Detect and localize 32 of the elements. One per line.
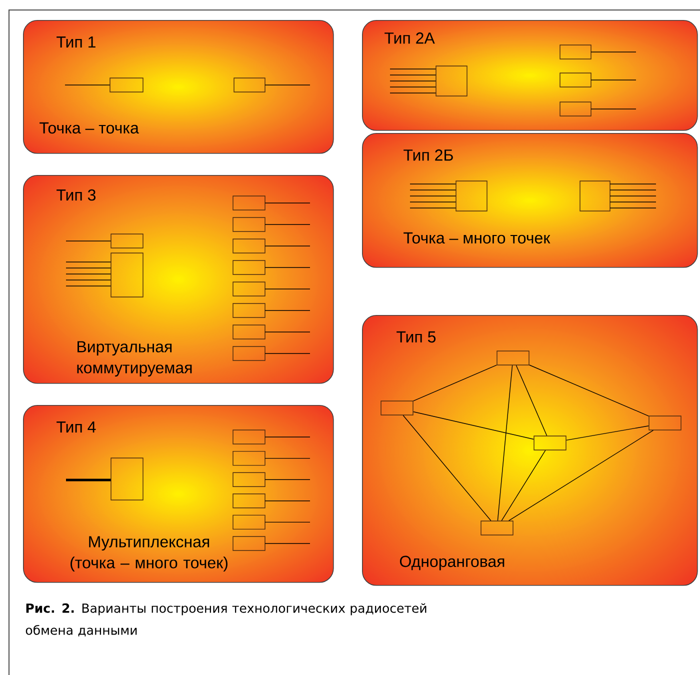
station-box xyxy=(380,400,414,416)
station-box xyxy=(480,520,514,536)
panel-heading: Тип 2А xyxy=(384,32,435,44)
connection-line xyxy=(529,364,649,416)
station-box xyxy=(648,416,682,430)
connection-line xyxy=(402,415,492,521)
figure-caption: Рис. 2. Варианты построения технологических радиосетей обмена данными xyxy=(26,603,426,636)
connection-line xyxy=(566,426,649,441)
network-panel xyxy=(362,315,698,586)
connection-line xyxy=(413,364,498,402)
panel-label: Точка – много точек xyxy=(404,232,550,244)
connection-line xyxy=(413,411,534,440)
panel-heading: Тип 1 xyxy=(56,36,96,48)
station-box xyxy=(496,350,530,366)
panel-label: Виртуальная коммутируемая xyxy=(77,341,192,377)
panel-label: Одноранговая xyxy=(400,556,504,570)
connection-line xyxy=(497,365,513,521)
panel-heading: Тип 5 xyxy=(396,331,436,343)
panel-heading: Тип 3 xyxy=(56,189,96,201)
connection-line xyxy=(508,430,654,521)
station-box xyxy=(534,436,566,450)
network-panel xyxy=(362,20,698,131)
network-panel xyxy=(23,20,334,154)
connection-line xyxy=(516,365,548,436)
connection-line xyxy=(501,450,546,521)
network-panel xyxy=(23,175,334,384)
panel-label: Точка – точка xyxy=(40,122,139,134)
panel-heading: Тип 2Б xyxy=(404,149,453,161)
panel-label: Мультиплексная (точка – много точек) xyxy=(70,536,228,572)
network-panel xyxy=(23,405,334,583)
network-panel xyxy=(362,133,698,268)
panel-heading: Тип 4 xyxy=(56,422,96,432)
